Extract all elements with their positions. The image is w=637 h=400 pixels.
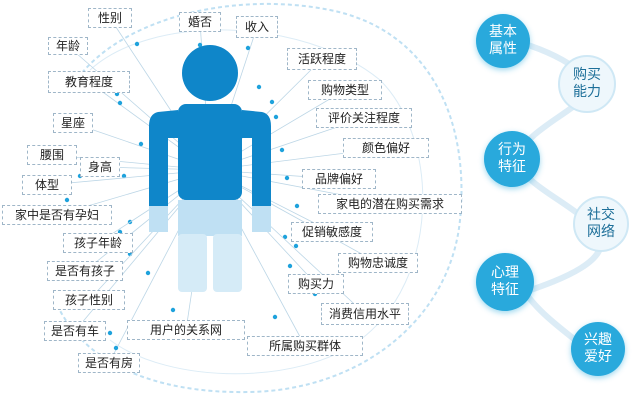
connector-dot <box>257 85 261 89</box>
figure-left-arm <box>149 110 178 206</box>
attribute-tag: 性别 <box>88 8 132 28</box>
dimension-label-line2: 特征 <box>498 159 526 177</box>
figure-left-leg <box>178 234 207 292</box>
dimension-circle: 购买能力 <box>558 55 616 113</box>
dimension-circle: 兴趣爱好 <box>571 322 625 376</box>
connector-dot <box>295 204 299 208</box>
attribute-tag: 教育程度 <box>48 71 130 93</box>
attribute-tag: 身高 <box>80 157 120 177</box>
connector-dot <box>270 100 274 104</box>
attribute-tag: 购物忠诚度 <box>338 253 418 273</box>
connector-dot <box>294 244 298 248</box>
dimension-label-line2: 网络 <box>587 224 615 242</box>
connector-dot <box>135 42 139 46</box>
attribute-tag: 购买力 <box>288 274 344 294</box>
attribute-tag: 是否有孩子 <box>47 261 123 281</box>
connector-dot <box>146 271 150 275</box>
connector-dot <box>171 308 175 312</box>
attribute-tag: 用户的关系网 <box>127 320 245 340</box>
dimension-label-line1: 心理 <box>491 265 519 283</box>
attribute-tag: 家电的潜在购买需求 <box>318 194 462 214</box>
connector-dot <box>108 331 112 335</box>
dimension-label-line2: 爱好 <box>584 349 612 367</box>
connector-dot <box>274 115 278 119</box>
attribute-tag: 促销敏感度 <box>291 222 373 242</box>
attribute-tag: 颜色偏好 <box>343 138 429 158</box>
connector-dot <box>288 264 292 268</box>
connector-dot <box>139 142 143 146</box>
attribute-tag: 活跃程度 <box>287 48 357 70</box>
dimension-label-line2: 特征 <box>491 282 519 300</box>
attribute-tag: 是否有房 <box>78 353 140 373</box>
figure-head <box>182 45 238 101</box>
person-figure <box>149 45 271 292</box>
attribute-tag: 购物类型 <box>308 80 382 100</box>
dimension-label-line1: 兴趣 <box>584 332 612 350</box>
attribute-tag: 收入 <box>236 16 278 38</box>
attribute-tag: 所属购买群体 <box>247 336 363 356</box>
attribute-tag: 消费信用水平 <box>321 303 409 325</box>
connector-dot <box>65 198 69 202</box>
attribute-tag: 年龄 <box>48 37 88 55</box>
figure-right-arm-lower <box>252 206 271 232</box>
attribute-tag: 星座 <box>53 113 93 133</box>
attribute-tag: 体型 <box>22 175 72 195</box>
dimension-label-line1: 购买 <box>573 67 601 85</box>
connector-dot <box>246 46 250 50</box>
dimension-label-line1: 行为 <box>498 142 526 160</box>
connector-dot <box>114 346 118 350</box>
dimension-circle: 行为特征 <box>484 131 540 187</box>
attribute-tag: 家中是否有孕妇 <box>2 205 112 225</box>
connector-dot <box>285 176 289 180</box>
dimension-circle: 基本属性 <box>476 14 530 68</box>
dimension-circle: 社交网络 <box>573 196 629 252</box>
attribute-tag: 评价关注程度 <box>316 108 412 128</box>
attribute-tag: 腰围 <box>27 145 77 165</box>
attribute-tag: 孩子年龄 <box>63 233 133 253</box>
dimension-circle: 心理特征 <box>476 253 534 311</box>
dimension-label-line2: 能力 <box>573 84 601 102</box>
figure-left-arm-lower <box>149 206 168 232</box>
attribute-tag: 是否有车 <box>44 321 106 341</box>
attribute-tag: 品牌偏好 <box>302 169 376 189</box>
connector-dot <box>273 315 277 319</box>
connector-dot <box>118 101 122 105</box>
figure-right-leg <box>213 234 242 292</box>
figure-hips <box>178 200 242 236</box>
attribute-tag: 孩子性别 <box>53 290 125 310</box>
dimension-label-line2: 属性 <box>489 41 517 59</box>
figure-torso <box>178 104 242 200</box>
attribute-tag: 婚否 <box>179 12 221 32</box>
connector-dot <box>280 148 284 152</box>
dimension-label-line1: 社交 <box>587 207 615 225</box>
dimension-label-line1: 基本 <box>489 24 517 42</box>
